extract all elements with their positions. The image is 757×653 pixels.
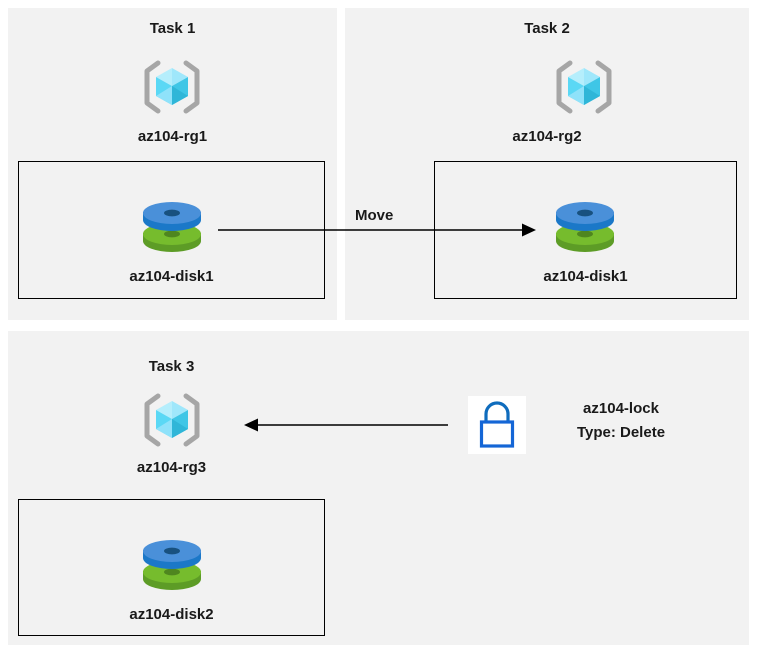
resource-group-icon: [140, 388, 204, 452]
resource-group-icon: [140, 55, 204, 119]
task-2-rg-label: az104-rg2: [512, 128, 582, 145]
managed-disk-icon: [135, 196, 209, 258]
panel-task-2: [345, 8, 749, 320]
managed-disk-icon: [548, 196, 622, 258]
panel-task-3: [8, 331, 749, 645]
task-1-rg-label: az104-rg1: [137, 128, 208, 145]
move-arrow-label: Move: [355, 207, 394, 224]
managed-disk-icon: [135, 534, 209, 596]
lock-name-label: az104-lock: [583, 400, 659, 417]
lock-type-label: Type: Delete: [576, 424, 666, 441]
task-2-disk-label: az104-disk1: [543, 268, 628, 285]
lock-arrow: [243, 417, 448, 433]
task-3-rg-label: az104-rg3: [136, 459, 207, 476]
move-arrow: [218, 222, 538, 238]
task-1-disk-label: az104-disk1: [129, 268, 214, 285]
task-1-title: Task 1: [149, 20, 196, 37]
task-3-rg-container: [18, 499, 325, 636]
task-2-title: Task 2: [524, 20, 570, 37]
resource-group-icon: [552, 55, 616, 119]
lock-icon: [468, 396, 526, 454]
task-3-disk-label: az104-disk2: [129, 606, 214, 623]
panel-task-1: [8, 8, 337, 320]
task-3-title: Task 3: [148, 358, 195, 375]
